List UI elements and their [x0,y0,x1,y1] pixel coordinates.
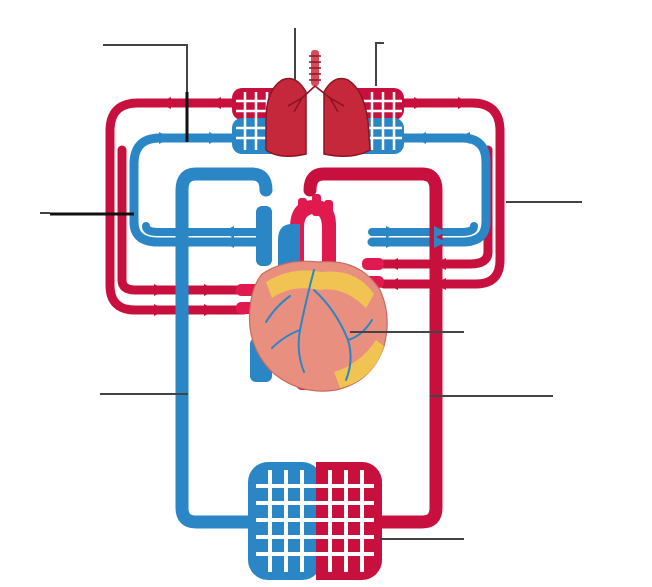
coronary-vessels [265,269,373,381]
flow-arrow-left [222,226,234,238]
flow-arrow-right [204,304,216,316]
aorta-branch-1 [298,198,307,218]
flow-arrow-right [209,132,221,144]
pulmonary-artery-loop-left [129,133,267,247]
flow-arrow-left [386,278,398,290]
flow-arrow-left [159,97,171,109]
flow-arrow-right [458,97,470,109]
flow-arrow-left [209,97,221,109]
pulmonary-vein-loop-right [379,98,505,289]
heart-fat-top [266,270,374,308]
flow-arrow-left [458,132,470,144]
flow-arrow-left [386,258,398,270]
label-leaders [40,28,582,540]
flow-arrow-left [174,236,186,248]
flow-arrow-left [414,132,426,144]
pulmonary-artery-loop-right-2 [368,222,478,236]
vena-cava-loop [175,167,273,529]
flow-arrow-right [154,284,166,296]
flow-arrow-right [154,304,166,316]
pulmonary-artery-loop-left-2 [142,222,266,236]
flow-arrows [154,97,470,316]
flow-arrow-right [434,226,446,238]
pulmonary-circuit [105,98,505,315]
pulmonary-vein-stub-right-1 [362,258,384,270]
flow-arrow-right [386,236,398,248]
flow-arrow-right [414,97,426,109]
trachea-rings [309,55,321,81]
bronchi [287,85,345,113]
pulmonary-vein-loop-left [105,98,249,315]
flow-arrow-right [159,132,171,144]
flow-arrow-left [434,278,446,290]
heart-icon [236,194,388,392]
body-capillary-grid [256,470,374,572]
leader-pulmonary-vein [103,44,188,142]
flow-arrow-left [174,226,186,238]
lungs-icon [265,50,371,157]
body-capillaries [248,462,382,580]
flow-arrow-right [386,226,398,238]
flow-arrow-left [222,236,234,248]
pulmonary-vein-loop-right-2 [379,145,493,269]
leader-capillary-lung [375,42,384,86]
flow-arrow-right [204,284,216,296]
pulmonary-artery-loop-right [367,133,491,247]
pulmonary-vein-loop-left-2 [117,145,249,295]
flow-arrow-left [434,258,446,270]
systemic-circuit [175,167,443,529]
superior-vena-cava [256,206,272,266]
aorta-branch-2 [312,194,321,216]
aorta-loop [303,167,443,529]
left-lung [265,77,307,157]
flow-arrow-right [434,236,446,248]
aorta-branch-3 [324,200,333,220]
right-lung [323,77,371,157]
